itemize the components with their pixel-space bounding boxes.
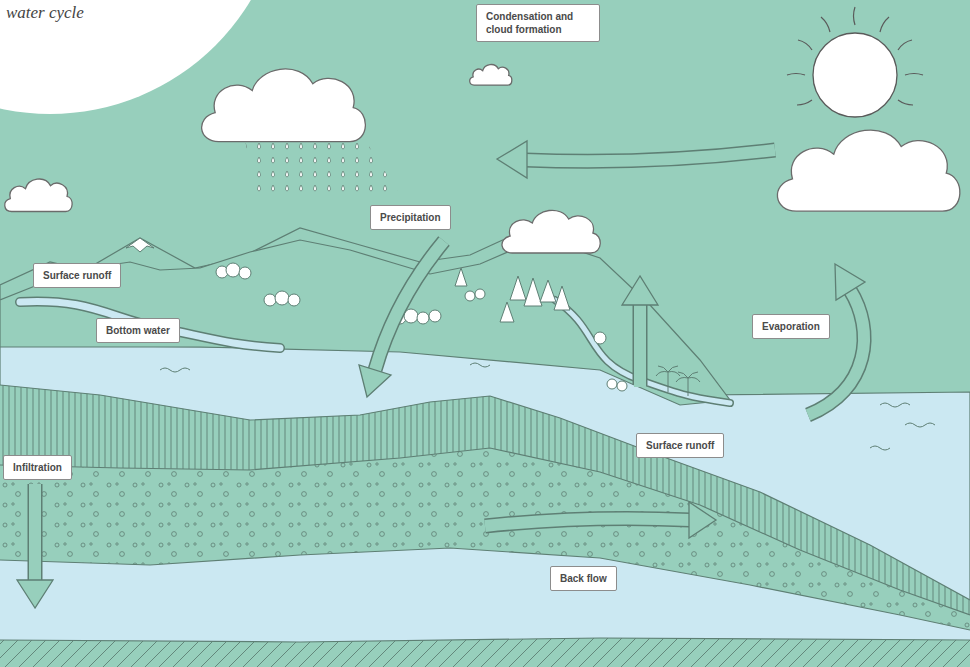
ground bbox=[0, 385, 970, 667]
river bbox=[20, 301, 280, 348]
arrow-head bbox=[622, 276, 658, 305]
pine-tree bbox=[524, 278, 542, 306]
pine-tree bbox=[540, 280, 556, 302]
arrow-body bbox=[808, 290, 864, 415]
groundwater bbox=[0, 548, 970, 642]
tree bbox=[226, 263, 240, 277]
river-bank bbox=[20, 301, 280, 348]
sun-ray bbox=[854, 7, 856, 25]
rain bbox=[245, 140, 402, 198]
wave bbox=[870, 446, 890, 450]
cloud bbox=[502, 210, 600, 253]
label-text: Bottom water bbox=[106, 324, 170, 337]
shrub bbox=[607, 379, 617, 389]
sun-ray bbox=[905, 74, 923, 76]
layer-line bbox=[0, 638, 970, 642]
label-text: Condensation and cloud formation bbox=[486, 10, 590, 36]
arrow-head bbox=[689, 502, 716, 538]
bedrock bbox=[0, 638, 970, 667]
arrow-body bbox=[485, 518, 690, 526]
tree bbox=[429, 310, 441, 322]
sun-ray bbox=[797, 100, 812, 105]
tree bbox=[288, 294, 300, 306]
arrow-outline bbox=[808, 290, 864, 415]
pine-tree bbox=[554, 286, 570, 310]
cloud bbox=[470, 65, 512, 86]
sun-ray bbox=[880, 17, 889, 32]
label-box: Surface runoff bbox=[33, 263, 121, 288]
wave bbox=[470, 363, 490, 367]
cloud bbox=[777, 130, 959, 211]
label-text: Back flow bbox=[560, 572, 607, 585]
layer-line bbox=[0, 448, 970, 615]
wave bbox=[905, 423, 935, 427]
pine-tree bbox=[500, 302, 514, 322]
arrow-head bbox=[835, 264, 865, 300]
river-bank bbox=[555, 300, 730, 403]
tree bbox=[417, 312, 429, 324]
arrow-outline bbox=[525, 150, 775, 161]
label-text: Precipitation bbox=[380, 211, 441, 224]
tree bbox=[239, 267, 251, 279]
layer-lines bbox=[0, 385, 970, 642]
cloud bbox=[202, 69, 366, 142]
label-box: Back flow bbox=[550, 566, 617, 591]
tree bbox=[275, 291, 289, 305]
palm-tree bbox=[676, 372, 700, 396]
land bbox=[0, 238, 730, 405]
label-box: Bottom water bbox=[96, 318, 180, 343]
label-text: Surface runoff bbox=[43, 269, 111, 282]
arrow-head bbox=[17, 580, 53, 608]
sun bbox=[787, 7, 923, 117]
tree bbox=[475, 289, 485, 299]
arrow-body bbox=[634, 303, 646, 387]
wave bbox=[880, 403, 910, 407]
arrow-outline bbox=[485, 518, 690, 526]
process-arrows bbox=[17, 141, 865, 608]
layer-line bbox=[0, 385, 970, 600]
arrow-body bbox=[375, 241, 444, 370]
wave bbox=[160, 368, 190, 372]
label-box: Precipitation bbox=[370, 205, 451, 230]
trees bbox=[216, 263, 700, 396]
river bbox=[555, 300, 730, 403]
snow-cap bbox=[126, 238, 154, 252]
shrub bbox=[617, 381, 627, 391]
label-text: Infiltration bbox=[13, 461, 62, 474]
diagram-title: water cycle bbox=[6, 3, 84, 23]
pine-tree bbox=[510, 276, 526, 300]
label-text: Surface runoff bbox=[646, 439, 714, 452]
layer-line bbox=[0, 548, 970, 630]
sun-ray bbox=[898, 100, 913, 105]
arrow-body bbox=[29, 484, 41, 582]
arrow-body bbox=[525, 150, 775, 161]
label-box: Evaporation bbox=[752, 314, 830, 339]
sun-ray bbox=[898, 40, 912, 50]
lake-and-sea bbox=[0, 345, 970, 667]
sun-ray bbox=[787, 74, 805, 76]
label-box: Infiltration bbox=[3, 455, 72, 480]
arrow-outline bbox=[375, 241, 444, 370]
cloud bbox=[5, 179, 72, 211]
sun-ray bbox=[798, 40, 812, 50]
sun-ray bbox=[821, 17, 830, 32]
label-text: Evaporation bbox=[762, 320, 820, 333]
tree bbox=[264, 294, 276, 306]
label-box: Condensation and cloud formation bbox=[476, 4, 600, 42]
label-box: Surface runoff bbox=[636, 433, 724, 458]
palm-tree bbox=[656, 366, 680, 392]
tree bbox=[465, 291, 475, 301]
sun-disc bbox=[813, 33, 897, 117]
pine-tree bbox=[455, 268, 467, 286]
arrow-head bbox=[497, 141, 527, 178]
tree bbox=[594, 332, 606, 344]
arrow-head bbox=[359, 365, 391, 397]
